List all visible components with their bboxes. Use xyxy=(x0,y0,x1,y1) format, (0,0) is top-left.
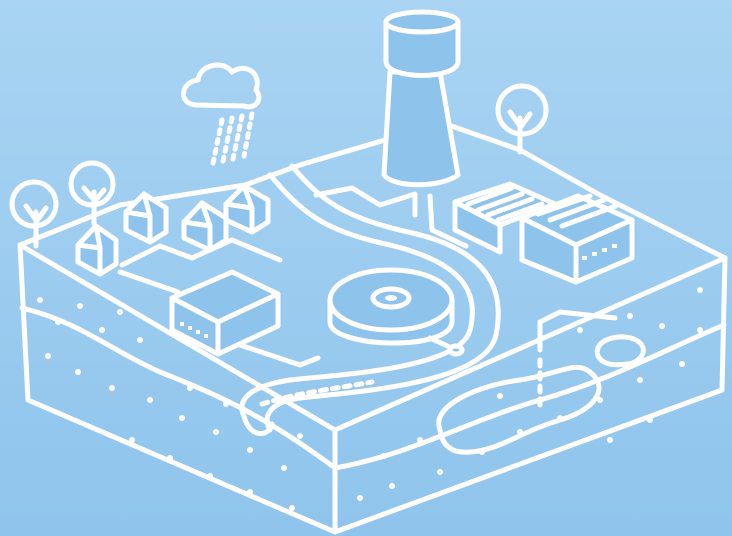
water-tower-icon xyxy=(384,12,458,185)
